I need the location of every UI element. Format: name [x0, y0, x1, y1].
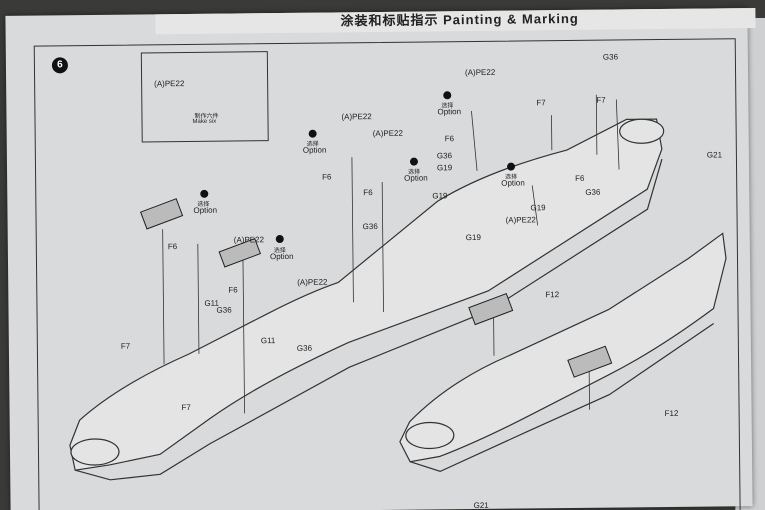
label-f6-6: F6	[575, 173, 585, 183]
label-pe22-2: (A)PE22	[297, 277, 328, 287]
label-pe22-3: (A)PE22	[341, 112, 372, 122]
label-g36-1: G36	[216, 305, 232, 315]
label-g19-4: G19	[530, 203, 546, 213]
instruction-page: 涂装和标贴指示 Painting & Marking 6 (A)PE22 制作六…	[5, 8, 756, 510]
option-en-5: Option	[437, 107, 462, 117]
option-en-6: Option	[501, 178, 525, 188]
lower-hull	[399, 232, 727, 463]
option-marker-6	[506, 162, 516, 171]
option-en-2: Option	[269, 251, 294, 262]
turret-c	[468, 292, 514, 326]
label-g36-2: G36	[296, 343, 313, 353]
label-g19-3: G19	[465, 232, 481, 243]
option-marker-2	[275, 234, 284, 244]
label-f7-4: F7	[596, 95, 606, 105]
turret-a	[139, 198, 184, 230]
label-g21-2: G21	[473, 500, 489, 510]
label-f6-3: F6	[322, 172, 332, 182]
option-en-4: Option	[404, 173, 428, 183]
label-pe22-1: (A)PE22	[233, 235, 265, 245]
turret-b	[218, 237, 262, 268]
label-f12-1: F12	[545, 290, 560, 300]
turret-d	[567, 345, 613, 378]
label-f6-4: F6	[363, 188, 373, 198]
label-g36-5: G36	[585, 187, 601, 197]
label-f7-3: F7	[536, 98, 546, 108]
option-marker-1	[200, 189, 209, 198]
label-pe22-5: (A)PE22	[464, 67, 496, 78]
label-g19-1: G19	[432, 191, 448, 201]
label-g36-6: G36	[602, 52, 619, 62]
option-marker-5	[443, 91, 452, 100]
label-f7-1: F7	[120, 341, 131, 351]
label-g11-2: G11	[260, 336, 276, 346]
option-marker-4	[409, 157, 419, 166]
label-f12-2: F12	[664, 408, 679, 419]
label-f6-5: F6	[444, 134, 455, 144]
label-f6-2: F6	[228, 285, 238, 295]
upper-hull	[69, 118, 663, 471]
label-g21-1: G21	[706, 150, 723, 160]
ship-assembly-drawing	[69, 94, 727, 481]
label-f7-2: F7	[181, 402, 191, 413]
label-g19-2: G19	[436, 163, 453, 173]
barbette-aft-lower	[405, 421, 455, 450]
option-en-1: Option	[193, 205, 218, 215]
label-pe22-6: (A)PE22	[505, 215, 536, 225]
barbette-aft-upper	[70, 438, 120, 466]
label-f6-1: F6	[167, 242, 178, 252]
label-g36-3: G36	[362, 222, 378, 232]
label-g36-4: G36	[436, 151, 453, 161]
option-marker-3	[308, 129, 317, 138]
option-en-3: Option	[302, 145, 327, 155]
barbette-fwd-upper	[619, 118, 665, 144]
label-pe22-4: (A)PE22	[372, 128, 403, 139]
